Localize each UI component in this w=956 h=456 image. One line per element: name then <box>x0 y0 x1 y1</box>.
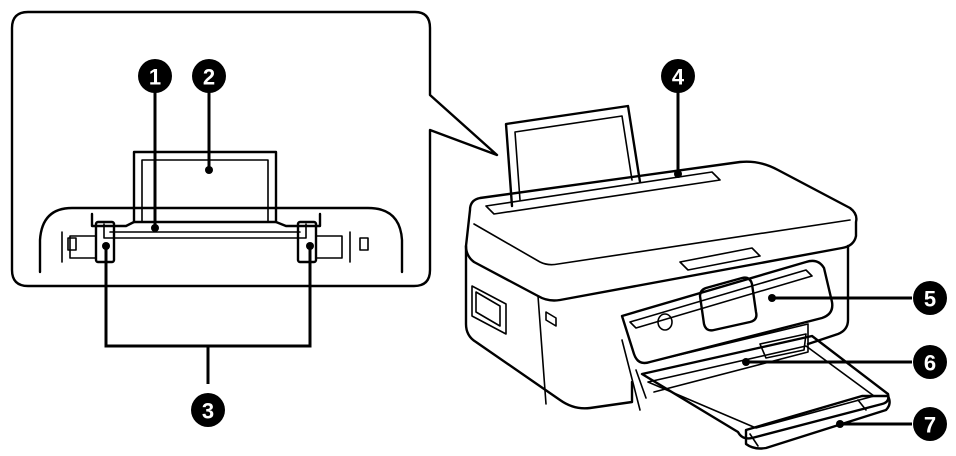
svg-text:5: 5 <box>924 287 936 312</box>
leader-dot-2 <box>205 166 213 174</box>
scanner-lid <box>464 160 858 302</box>
leader-dot-6 <box>742 358 750 366</box>
rear-feed-slot-inner <box>103 223 307 239</box>
paper-support-inner <box>141 159 269 223</box>
svg-text:4: 4 <box>672 65 685 90</box>
leader-dot-3b <box>306 242 314 250</box>
leader-dot-7 <box>836 420 844 428</box>
svg-text:3: 3 <box>202 399 214 424</box>
tray-extension[interactable] <box>744 394 891 450</box>
callout-badge-3: 3 <box>191 393 225 427</box>
front-edge-line <box>621 339 641 411</box>
leader-dot-1 <box>151 224 159 232</box>
lid-edge <box>473 219 851 266</box>
zoom-inset <box>10 10 499 288</box>
callout-badge-5: 5 <box>913 281 947 315</box>
callout-badge-2: 2 <box>192 59 226 93</box>
right-side-tab <box>315 235 343 259</box>
leader-dot-5 <box>768 294 776 302</box>
main-paper-support <box>504 104 642 208</box>
lid-handle[interactable] <box>679 247 761 271</box>
inset-frame <box>10 10 499 288</box>
svg-text:6: 6 <box>924 351 936 376</box>
inset-printer-body <box>38 206 404 274</box>
control-panel[interactable] <box>620 259 834 365</box>
rear-feed-cover <box>485 171 721 215</box>
output-slot-left <box>635 369 647 399</box>
printer-illustration <box>464 104 891 450</box>
lcd-screen[interactable] <box>698 276 758 332</box>
side-clip <box>545 311 557 327</box>
left-notch <box>67 237 77 251</box>
left-side-tab <box>69 235 97 259</box>
callout-badge-1: 1 <box>138 59 172 93</box>
svg-text:2: 2 <box>203 65 215 90</box>
housing-edges <box>61 231 351 263</box>
svg-text:1: 1 <box>149 65 161 90</box>
paper-support <box>132 150 278 224</box>
right-edge-guide[interactable] <box>296 220 318 264</box>
leader-dot-3a <box>102 242 110 250</box>
callout-badge-7: 7 <box>913 407 947 441</box>
main-paper-support-inner <box>514 115 633 201</box>
callout-badge-6: 6 <box>913 345 947 379</box>
right-notch <box>359 237 369 251</box>
callout-badge-4: 4 <box>661 59 695 93</box>
output-tray-stopper[interactable] <box>759 333 807 359</box>
leader-dot-4 <box>674 170 682 178</box>
rear-feed-slot <box>90 212 322 228</box>
body-corner-edge <box>537 295 547 405</box>
side-card-slot <box>471 285 507 335</box>
side-card-slot-inner <box>475 291 501 327</box>
svg-text:7: 7 <box>924 413 936 438</box>
power-button[interactable] <box>657 313 673 331</box>
tray-extension-edges <box>749 399 867 447</box>
leader-lines <box>102 90 912 428</box>
control-panel-top <box>629 269 813 329</box>
printer-body <box>464 244 850 410</box>
leader-line-3 <box>104 248 312 384</box>
output-slot <box>649 323 809 393</box>
